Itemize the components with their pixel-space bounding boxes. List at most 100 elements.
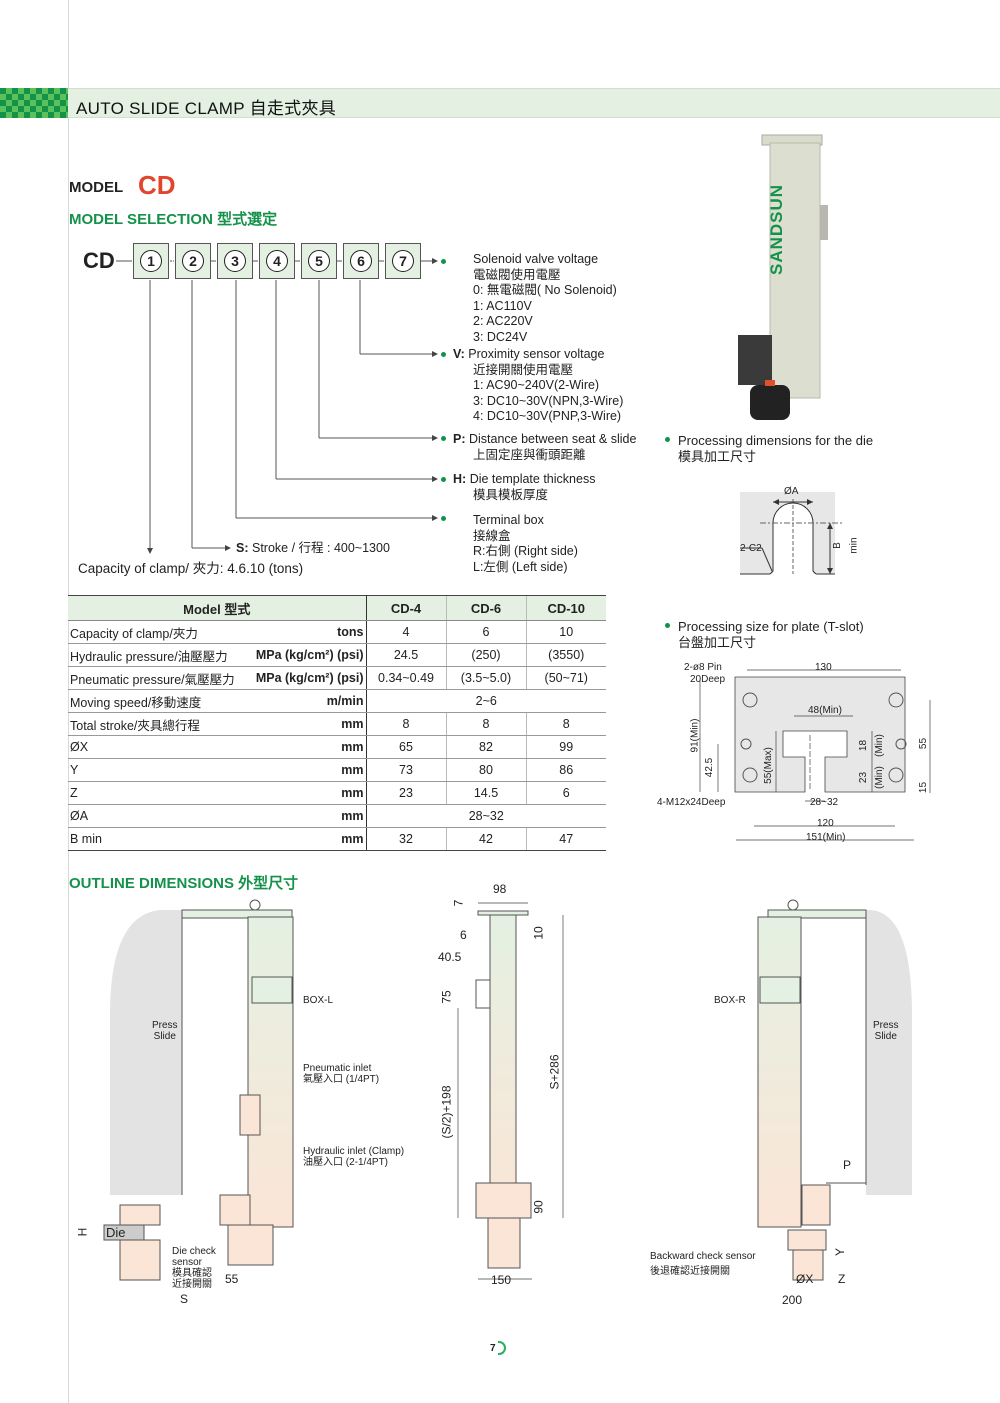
dim-15: 15: [918, 781, 930, 794]
spec-table: Model 型式 CD-4 CD-6 CD-10 Capacity of cla…: [68, 595, 606, 851]
chamfer-label: 2-C2: [740, 543, 762, 554]
model-label: MODEL: [69, 179, 124, 196]
dim-40-5: 40.5: [438, 950, 462, 964]
bullet-icon: [665, 437, 670, 442]
dim-55-left: 55: [225, 1272, 239, 1286]
diameter-a-label: ØA: [784, 486, 799, 497]
outline-left-view: [103, 899, 294, 1281]
h-label: H: [75, 1227, 90, 1237]
code-box-2: 2: [175, 243, 211, 279]
page-number-bracket-icon: [498, 1341, 506, 1355]
b-label: B: [831, 542, 843, 549]
option-thickness: H: Die template thickness 模具模板厚度: [453, 472, 596, 502]
box-r-label: BOX-R: [714, 995, 746, 1006]
pin-label: 2-ø8 Pin: [684, 662, 722, 673]
die-label: Die: [106, 1225, 126, 1240]
bullet-icon: [665, 623, 670, 628]
code-box-1: 1: [133, 243, 169, 279]
page-header-title: AUTO SLIDE CLAMP 自走式夾具: [76, 99, 337, 118]
code-box-4: 4: [259, 243, 295, 279]
bullet-icon: [441, 516, 446, 521]
option-proximity: V: Proximity sensor voltage 近接開關使用電壓 1: …: [453, 347, 624, 424]
dim-28-32: 28~32: [810, 797, 839, 808]
dim-x: ØX: [796, 1272, 814, 1286]
dim-120: 120: [817, 818, 834, 829]
dim-23-min: (Min): [873, 766, 885, 789]
pin-depth-label: 20Deep: [690, 674, 726, 685]
option-distance: P: Distance between seat & slide 上固定座與衝頭…: [453, 432, 637, 462]
dim-y: Y: [833, 1247, 848, 1257]
page-number: 7: [490, 1343, 496, 1354]
min-label: min: [848, 537, 860, 554]
die-processing-diagram: [740, 492, 842, 575]
box-l-label: BOX-L: [303, 995, 334, 1006]
option-capacity: Capacity of clamp/ 夾力: 4.6.10 (tons): [78, 561, 304, 576]
plate-processing-title: Processing size for plate (T-slot) 台盤加工尺…: [678, 619, 864, 650]
bullet-icon: [441, 477, 446, 482]
dim-55-max: 55(Max): [762, 747, 774, 784]
model-code: CD: [138, 170, 176, 200]
column-header: CD-10: [525, 595, 606, 621]
dim-75: 75: [439, 990, 454, 1004]
dim-150: 150: [491, 1273, 512, 1287]
outline-front-view: [457, 902, 564, 1280]
brand-logo: SANDSUN: [767, 183, 786, 275]
outline-right-view: [757, 899, 912, 1281]
dim-10: 10: [531, 926, 546, 940]
dim-s: S: [180, 1292, 189, 1306]
press-slide-label-left: Press Slide: [152, 1020, 178, 1042]
dim-z: Z: [838, 1272, 846, 1286]
dim-p: P: [843, 1158, 852, 1172]
code-box-5: 5: [301, 243, 337, 279]
header-bar: [0, 88, 1000, 118]
tap-label: 4-M12x24Deep: [657, 797, 726, 808]
die-check-sensor-label: Die check sensor 模具確認 近接開關: [172, 1246, 216, 1290]
dim-6: 6: [460, 928, 467, 942]
bullet-icon: [441, 259, 446, 264]
dim-18-min: (Min): [873, 734, 885, 757]
dim-91: 91(Min): [689, 718, 701, 753]
dim-200: 200: [782, 1293, 803, 1307]
code-box-7: 7: [385, 243, 421, 279]
dim-42-5: 42.5: [704, 757, 716, 778]
model-selection-heading: MODEL SELECTION 型式選定: [69, 211, 278, 228]
backward-sensor-label: Backward check sensor 後退確認近接開關: [650, 1251, 756, 1277]
code-box-6: 6: [343, 243, 379, 279]
bullet-icon: [441, 436, 446, 441]
option-solenoid: Solenoid valve voltage 電磁閥使用電壓 0: 無電磁閥( …: [473, 252, 617, 344]
die-processing-title: Processing dimensions for the die 模具加工尺寸: [678, 433, 874, 464]
table-header-row: Model 型式 CD-4 CD-6 CD-10: [68, 595, 606, 621]
column-header: CD-4: [366, 595, 446, 621]
plate-tslot-diagram: [699, 669, 931, 841]
press-slide-label-right: Press Slide: [873, 1020, 899, 1042]
dim-s-286: S+286: [547, 1054, 562, 1090]
dim-18: 18: [858, 739, 870, 752]
dim-23: 23: [858, 771, 870, 784]
bullet-icon: [441, 352, 446, 357]
outline-heading: OUTLINE DIMENSIONS 外型尺寸: [69, 875, 299, 892]
dim-98: 98: [493, 882, 507, 896]
selection-connector-lines: [116, 258, 438, 554]
dim-130: 130: [815, 662, 832, 673]
code-box-3: 3: [217, 243, 253, 279]
dim-90: 90: [531, 1200, 546, 1214]
checker-pattern: [0, 88, 68, 118]
code-prefix: CD: [83, 248, 115, 273]
column-header: Model 型式: [68, 595, 367, 621]
pneumatic-inlet-label: Pneumatic inlet 氣壓入口 (1/4PT): [303, 1063, 380, 1085]
product-photo: [738, 134, 828, 420]
dim-151: 151(Min): [806, 832, 846, 843]
hydraulic-inlet-label: Hydraulic inlet (Clamp) 油壓入口 (2-1/4PT): [303, 1146, 405, 1168]
dim-s2-198: (S/2)+198: [439, 1085, 454, 1139]
dim-55: 55: [918, 737, 930, 750]
